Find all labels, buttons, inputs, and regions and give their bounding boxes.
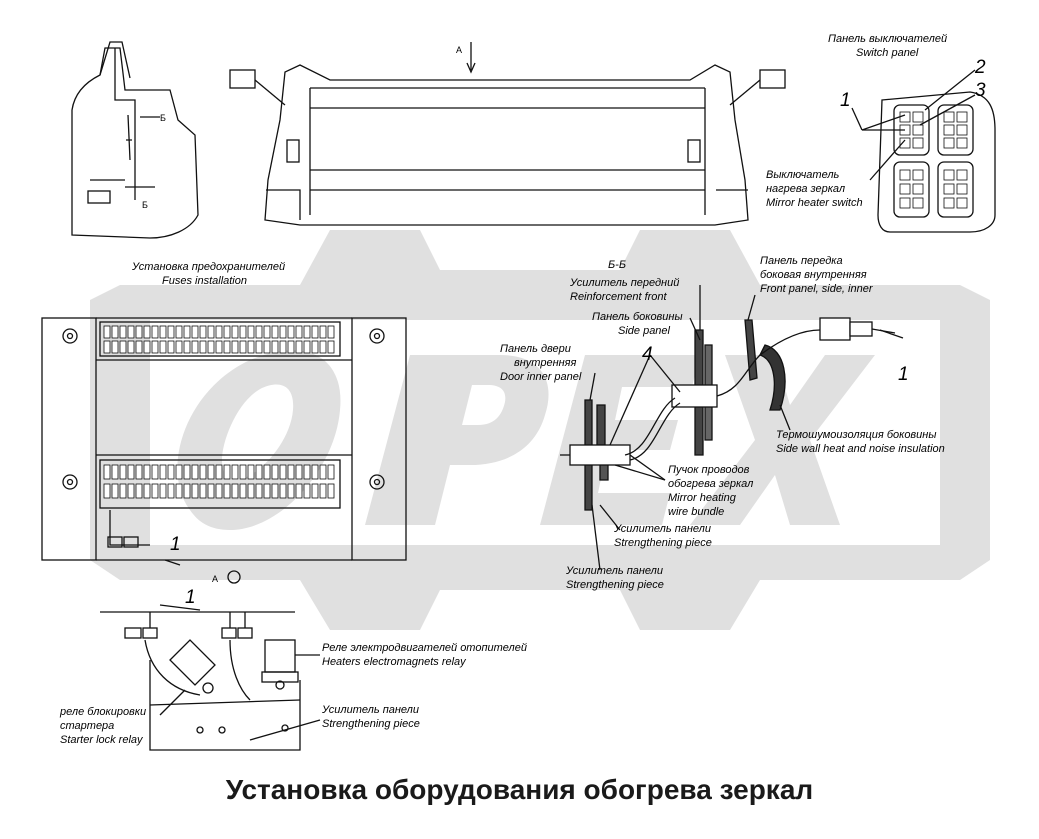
strength1-en: Strengthening piece	[614, 537, 712, 549]
relay-strength-en: Strengthening piece	[322, 718, 420, 730]
watermark-letter-e	[540, 355, 700, 525]
fuses-callout-1: 1	[170, 534, 181, 555]
switch-label-ru-2: нагрева зеркал	[766, 183, 845, 195]
section-callout-1: 1	[898, 364, 909, 385]
strength2-ru: Усилитель панели	[565, 565, 663, 577]
bundle-ru-2: обогрева зеркал	[668, 478, 753, 490]
insulation-ru: Термошумоизоляция боковины	[776, 429, 936, 441]
bundle-en-1: Mirror heating	[668, 492, 737, 504]
section-bb-drawing	[560, 285, 904, 571]
insulation-en: Side wall heat and noise insulation	[776, 443, 945, 455]
starter-relay-en: Starter lock relay	[60, 734, 144, 746]
relay-detail-drawing	[100, 570, 321, 751]
watermark-letter-p	[365, 355, 549, 525]
section-mark-b-upper: Б	[160, 113, 166, 123]
front-panel-en: Front panel, side, inner	[760, 283, 874, 295]
starter-relay-ru-1: реле блокировки	[59, 706, 146, 718]
watermark-letter-o	[177, 350, 341, 530]
fuses-label-ru: Установка предохранителей	[131, 261, 285, 273]
switch-callout-1: 1	[840, 90, 851, 111]
switch-label-en: Mirror heater switch	[766, 197, 863, 209]
door-panel-ru-1: Панель двери	[500, 343, 571, 355]
door-panel-ru-2: внутренняя	[514, 357, 577, 369]
watermark-letter-x	[690, 355, 875, 525]
section-mark-b-lower: Б	[142, 200, 148, 210]
strength1-ru: Усилитель панели	[613, 523, 711, 535]
page-title: Установка оборудования обогрева зеркал	[225, 774, 814, 805]
side-panel-en: Side panel	[618, 325, 671, 337]
section-bb-label: Б-Б	[608, 259, 626, 271]
switch-panel-label-ru: Панель выключателей	[828, 33, 947, 45]
starter-relay-ru-2: стартера	[60, 720, 114, 732]
watermark-gear	[90, 230, 990, 630]
heaters-relay-en: Heaters electromagnets relay	[322, 656, 467, 668]
watermark	[90, 230, 990, 630]
view-a-detail-label: А	[212, 574, 218, 584]
reinforcement-ru: Усилитель передний	[569, 277, 679, 289]
section-callout-4: 4	[642, 344, 653, 365]
heaters-relay-ru: Реле электродвигателей отопителей	[322, 642, 527, 654]
relay-strength-ru: Усилитель панели	[321, 704, 419, 716]
switch-callout-3: 3	[975, 80, 986, 101]
bundle-en-2: wire bundle	[668, 506, 724, 518]
bundle-ru-1: Пучок проводов	[668, 464, 750, 476]
door-panel-en: Door inner panel	[500, 371, 582, 383]
strength2-en: Strengthening piece	[566, 579, 664, 591]
switch-callout-2: 2	[974, 57, 986, 78]
switch-panel-drawing	[851, 69, 996, 233]
switch-label-ru-1: Выключатель	[766, 169, 840, 181]
switch-panel-label-en: Switch panel	[856, 47, 919, 59]
fuse-row-upper	[103, 325, 335, 354]
fuse-box-drawing	[41, 317, 407, 566]
side-panel-ru: Панель боковины	[592, 311, 683, 323]
cab-side-view	[71, 41, 199, 239]
front-panel-ru-1: Панель передка	[760, 255, 843, 267]
view-a-marker: А	[456, 45, 462, 55]
front-panel-ru-2: боковая внутренняя	[760, 269, 867, 281]
fuses-label-en: Fuses installation	[162, 275, 247, 287]
cab-front-view	[229, 42, 786, 226]
reinforcement-en: Reinforcement front	[570, 291, 668, 303]
relay-callout-1: 1	[185, 587, 196, 608]
fuse-row-lower	[103, 464, 335, 499]
